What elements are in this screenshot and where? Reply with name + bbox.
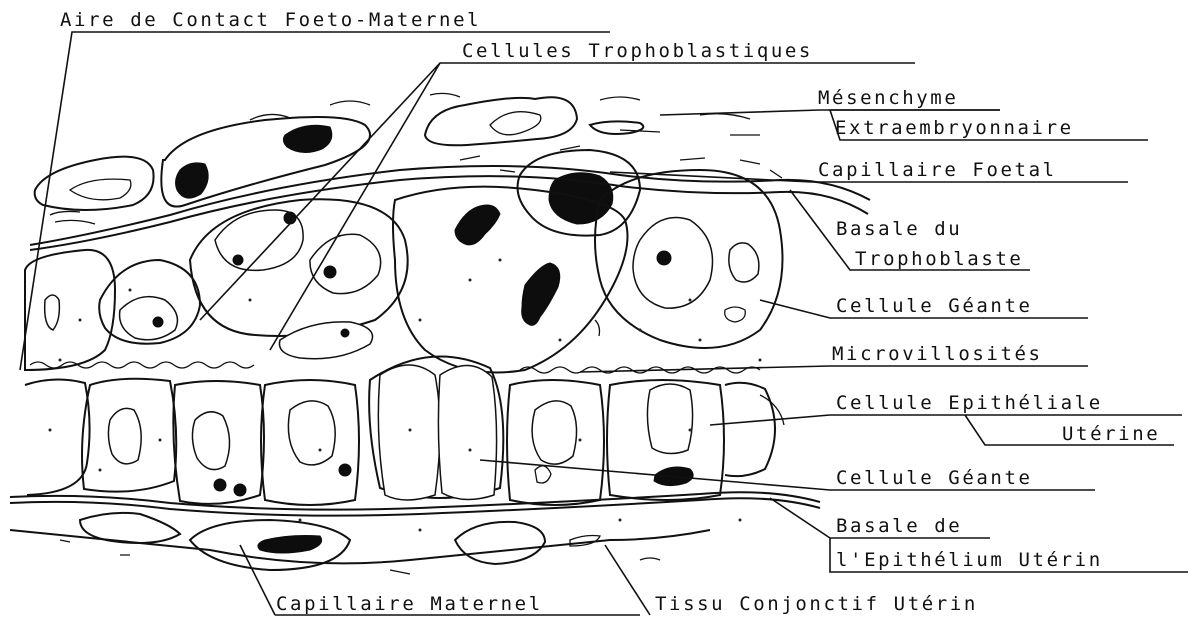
leader-tissu-conjonctif [605,545,650,615]
label-mesenchyme-2: Extraembryonnaire [835,117,1074,139]
label-cellule-epitheliale-1: Cellule Epithéliale [836,392,1103,414]
label-basale-epithelium-2: l'Epithélium Utérin [836,549,1103,571]
label-capillaire-foetal: Capillaire Foetal [818,159,1057,181]
label-cellules-trophoblastiques: Cellules Trophoblastiques [462,40,813,62]
label-basale-trophoblaste-2: Trophoblaste [855,248,1023,270]
label-basale-epithelium-1: Basale de [836,515,962,537]
label-aire-contact: Aire de Contact Foeto-Maternel [60,9,481,31]
label-basale-trophoblaste-1: Basale du [836,218,962,240]
label-capillaire-maternel: Capillaire Maternel [276,593,543,615]
label-cellule-geante-bottom: Cellule Géante [836,467,1033,489]
trophoblast-layer [25,170,783,373]
label-mesenchyme-1: Mésenchyme [818,87,958,109]
label-cellule-geante-top: Cellule Géante [836,295,1033,317]
label-tissu-conjonctif: Tissu Conjonctif Utérin [655,593,978,615]
label-microvillosites: Microvillosités [832,343,1043,365]
epithelium-layer [25,356,784,505]
label-cellule-epitheliale-2: Utérine [1062,423,1160,445]
connective-tissue [10,513,710,574]
tissue-drawing [10,93,870,574]
leader-capillaire-maternel [240,545,275,615]
